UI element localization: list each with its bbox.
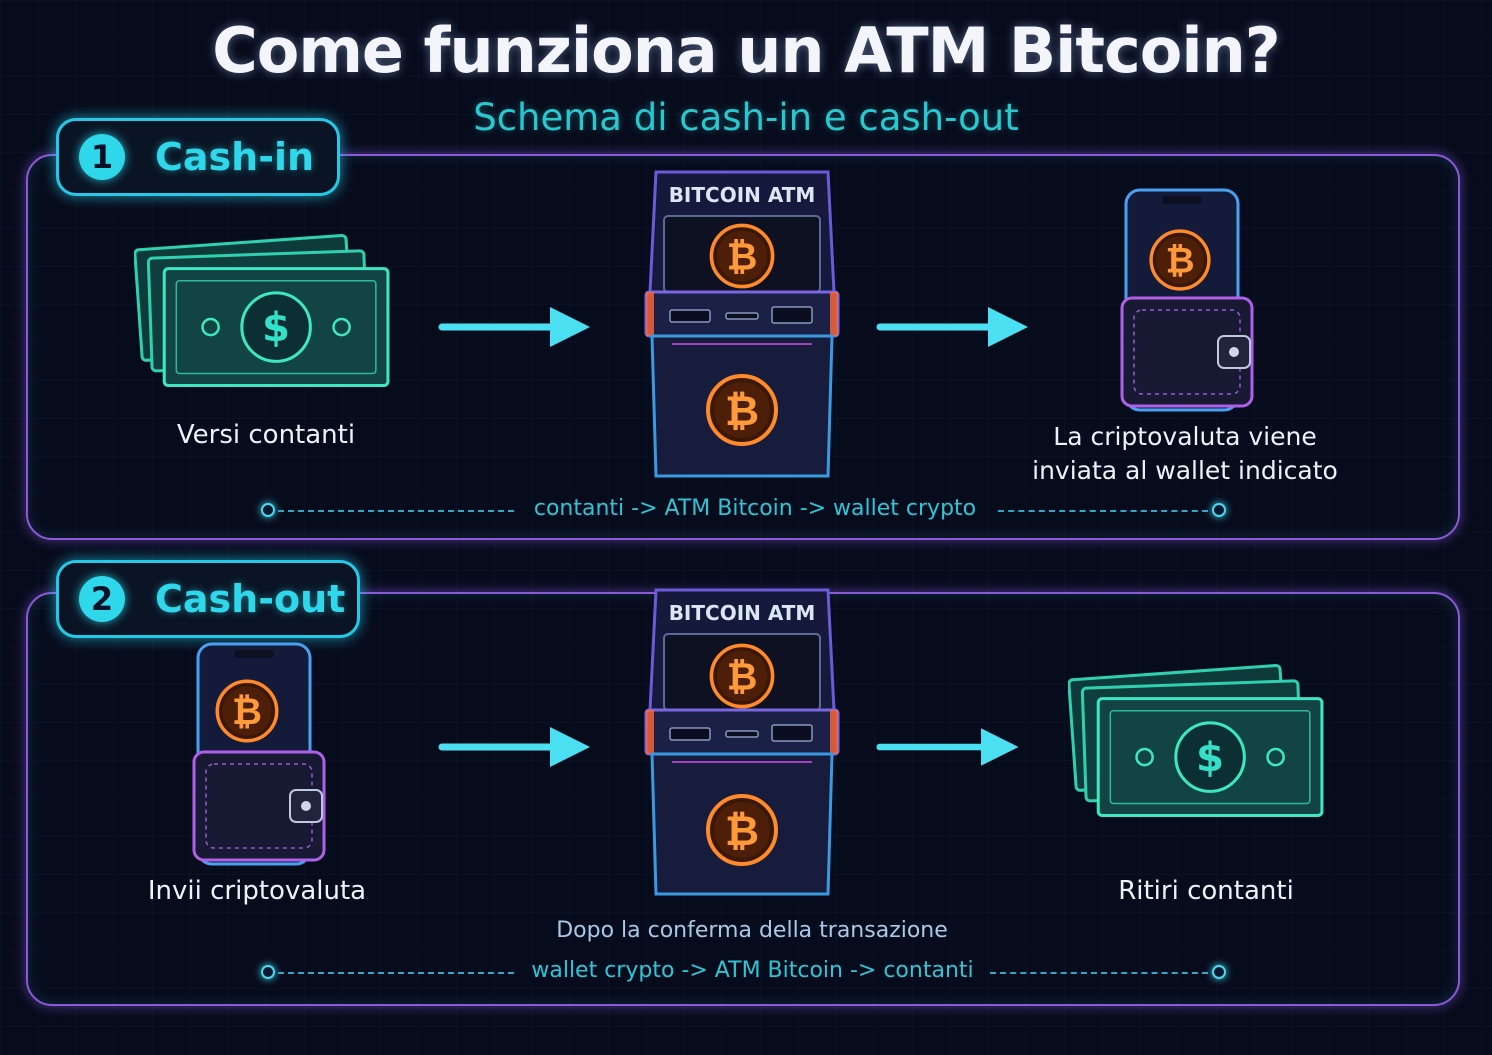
cash-in-label: Cash-in <box>155 135 315 179</box>
phone-wallet-icon <box>184 640 334 870</box>
bitcoin-coin-icon <box>212 676 282 746</box>
phone-wallet-icon <box>1112 186 1262 416</box>
flow-start-dot <box>261 503 275 517</box>
cash-in-badge: 1 Cash-in <box>56 118 340 196</box>
cash-in-step3-caption: La criptovaluta viene inviata al wallet … <box>1000 420 1370 488</box>
flow-line <box>998 510 1208 512</box>
cash-out-badge: 2 Cash-out <box>56 560 360 638</box>
bitcoin-coin-icon <box>1146 226 1214 294</box>
flow-end-dot <box>1212 965 1226 979</box>
bitcoin-coin-icon <box>706 640 778 712</box>
bitcoin-coin-icon <box>702 370 782 450</box>
cash-out-flow-text: wallet crypto -> ATM Bitcoin -> contanti <box>531 958 974 983</box>
arrow-right-icon <box>438 722 598 772</box>
atm-label: BITCOIN ATM <box>669 601 816 625</box>
cash-out-step3-caption: Ritiri contanti <box>1118 876 1294 906</box>
caption-line: La criptovaluta viene <box>1053 422 1317 451</box>
step-number-badge: 1 <box>79 134 125 180</box>
page-title: Come funziona un ATM Bitcoin? <box>212 14 1281 87</box>
arrow-right-icon <box>876 302 1036 352</box>
cash-in-panel <box>26 154 1460 540</box>
flow-start-dot <box>261 965 275 979</box>
flow-line <box>990 972 1208 974</box>
flow-end-dot <box>1212 503 1226 517</box>
bitcoin-coin-icon <box>702 790 782 870</box>
cash-out-step2-caption: Dopo la conferma della transazione <box>556 918 948 943</box>
bitcoin-atm-icon: BITCOIN ATM <box>642 164 842 484</box>
cash-in-flow-text: contanti -> ATM Bitcoin -> wallet crypto <box>533 496 977 521</box>
cash-out-step1-caption: Invii criptovaluta <box>147 876 367 906</box>
cash-stack-icon <box>134 234 396 396</box>
page-subtitle: Schema di cash-in e cash-out <box>473 96 1019 139</box>
cash-stack-icon <box>1068 664 1330 826</box>
bitcoin-coin-icon <box>706 220 778 292</box>
cash-out-label: Cash-out <box>155 577 346 621</box>
atm-label: BITCOIN ATM <box>669 183 816 207</box>
step-number-badge: 2 <box>79 576 125 622</box>
arrow-right-icon <box>438 302 598 352</box>
bitcoin-atm-icon: BITCOIN ATM <box>642 582 842 902</box>
flow-line <box>278 510 514 512</box>
caption-line: inviata al wallet indicato <box>1032 456 1338 485</box>
arrow-right-icon <box>876 722 1026 772</box>
flow-line <box>278 972 514 974</box>
cash-in-step1-caption: Versi contanti <box>176 420 356 450</box>
